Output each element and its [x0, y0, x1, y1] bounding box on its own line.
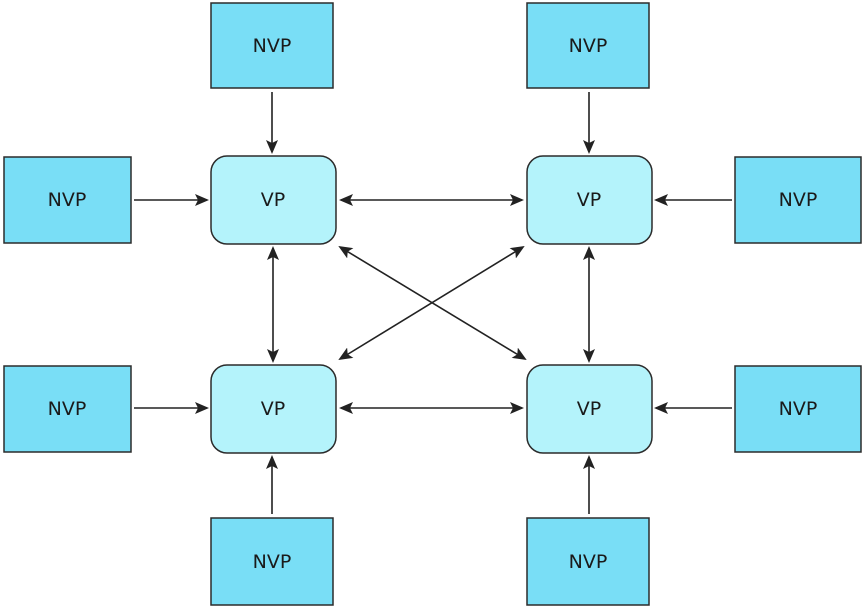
- node-label: VP: [261, 189, 285, 211]
- vp-node-bottom-left: VP: [210, 364, 337, 454]
- edge-vp-top-right-to-vp-bottom-left: [338, 245, 525, 361]
- nvp-node-top-right: NVP: [526, 2, 650, 89]
- nvp-node-right-lower: NVP: [734, 365, 862, 453]
- nvp-node-bottom-right: NVP: [526, 517, 650, 606]
- node-label: VP: [577, 189, 601, 211]
- nvp-node-left-lower: NVP: [3, 365, 132, 453]
- node-label: NVP: [569, 551, 608, 573]
- node-label: VP: [577, 398, 601, 420]
- node-label: NVP: [569, 35, 608, 57]
- vp-node-bottom-right: VP: [526, 364, 653, 454]
- node-label: NVP: [253, 551, 292, 573]
- node-label: NVP: [48, 398, 87, 420]
- nvp-node-top-left: NVP: [210, 2, 334, 89]
- node-label: VP: [261, 398, 285, 420]
- node-label: NVP: [779, 189, 818, 211]
- node-label: NVP: [253, 35, 292, 57]
- nvp-node-left-upper: NVP: [3, 156, 132, 244]
- vp-node-top-left: VP: [210, 155, 337, 245]
- node-label: NVP: [48, 189, 87, 211]
- vp-node-top-right: VP: [526, 155, 653, 245]
- node-label: NVP: [779, 398, 818, 420]
- nvp-node-right-upper: NVP: [734, 156, 862, 244]
- edges: [134, 92, 732, 514]
- nvp-node-bottom-left: NVP: [210, 517, 334, 606]
